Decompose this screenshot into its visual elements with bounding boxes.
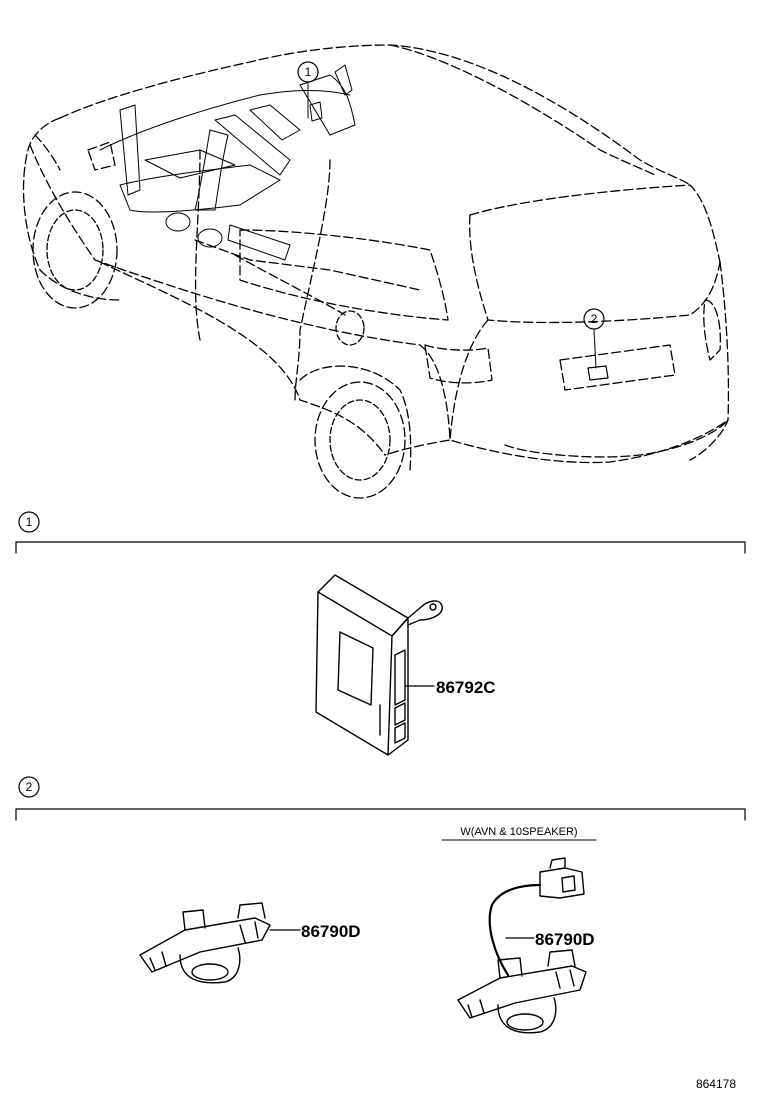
section-2-circle <box>18 776 40 798</box>
camera-harness-drawing <box>457 857 587 1034</box>
section-2-number: 2 <box>26 780 33 794</box>
section-1-number: 1 <box>26 515 33 529</box>
section-1-circle <box>18 511 40 533</box>
section-1-bracket <box>15 541 746 554</box>
part-number-camera-optional: 86790D <box>535 930 595 949</box>
vehicle-illustration <box>22 44 730 499</box>
callout-2-circle <box>583 308 605 330</box>
ecu-module-drawing <box>315 574 443 756</box>
callout-1-circle <box>297 61 319 83</box>
figure-number: 864178 <box>696 1077 736 1091</box>
option-condition-note: W(AVN & 10SPEAKER) <box>460 826 577 838</box>
callout-1-label: 1 <box>305 65 312 79</box>
callout-2-label: 2 <box>591 312 598 326</box>
camera-standard-drawing <box>139 902 271 984</box>
section-2-bracket <box>15 808 746 821</box>
part-number-ecu: 86792C <box>436 678 496 697</box>
part-number-camera-standard: 86790D <box>301 922 361 941</box>
